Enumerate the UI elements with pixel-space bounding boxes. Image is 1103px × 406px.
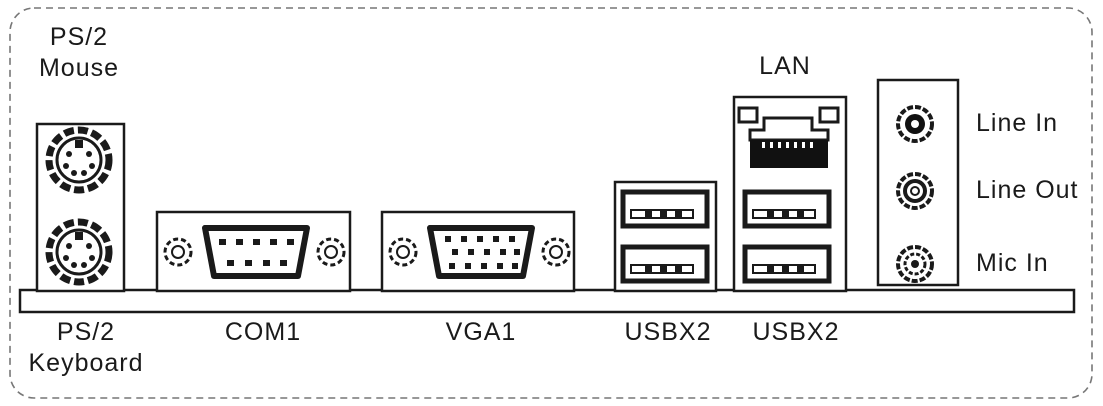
ps2-mouse-port — [45, 126, 113, 194]
panel-outline — [9, 7, 1093, 399]
lan-port — [737, 106, 840, 168]
ps2-mouse-label-line1: PS/2 — [49, 23, 109, 51]
mic-in-label: Mic In — [976, 249, 1049, 277]
vga1-port — [380, 210, 576, 293]
lan-usb-stack — [732, 95, 848, 293]
line-out-jack — [896, 172, 934, 210]
usb-left-label: USBX2 — [624, 318, 712, 346]
com1-label: COM1 — [224, 318, 302, 346]
ps2-mouse-label-line2: Mouse — [38, 54, 120, 82]
io-shield-base — [18, 288, 1076, 314]
usb-right-label: USBX2 — [752, 318, 840, 346]
vga1-label: VGA1 — [445, 318, 517, 346]
usb-ports-right — [742, 189, 832, 284]
ps2-keyboard-label-line1: PS/2 — [56, 318, 116, 346]
audio-jacks — [876, 78, 960, 287]
ps2-mouse-label: PS/2 Mouse — [30, 22, 128, 84]
com1-port — [155, 210, 352, 293]
ps2-ports — [35, 122, 126, 293]
line-in-jack — [896, 105, 934, 143]
line-in-label: Line In — [976, 109, 1059, 137]
ps2-keyboard-label: PS/2 Keyboard — [20, 317, 152, 379]
usb-ports-left — [613, 180, 718, 293]
ps2-keyboard-label-line2: Keyboard — [28, 349, 144, 377]
lan-label: LAN — [759, 52, 811, 80]
mic-in-jack — [896, 245, 934, 283]
ps2-keyboard-port — [45, 218, 113, 286]
line-out-label: Line Out — [976, 176, 1079, 204]
